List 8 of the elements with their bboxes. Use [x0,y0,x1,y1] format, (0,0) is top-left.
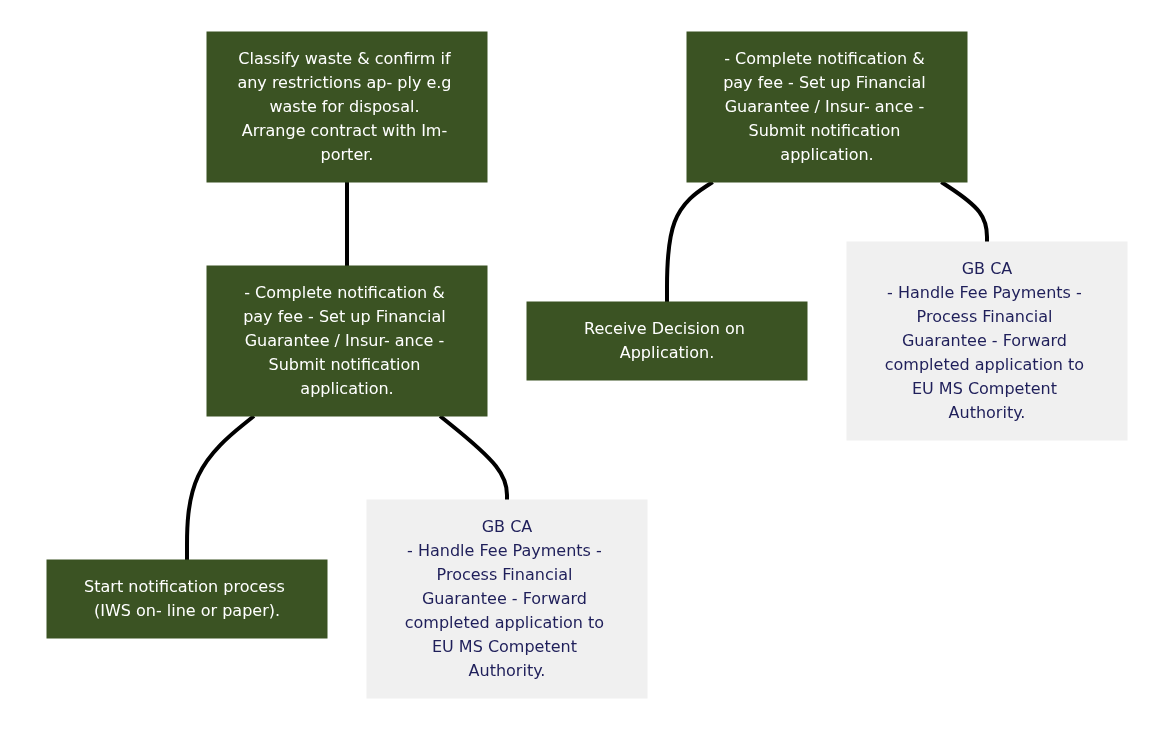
node-box: GB CA - Handle Fee Payments - Process Financial Guarantee - Forward completed application to EU MS Competent Authority. [846,241,1127,441]
node-box: Start notification process (IWS on- line or paper). [46,559,327,639]
node-box: Receive Decision on Application. [526,301,807,381]
connector [344,182,349,266]
node-box: - Complete notification & pay fee - Set up Financial Guarantee / Insur- ance - Submit notification application. [686,31,967,183]
node-box: GB CA - Handle Fee Payments - Process Financial Guarantee - Forward completed application to EU MS Competent Authority. [366,499,647,699]
node-box: Classify waste & confirm if any restrictions ap- ply e.g waste for disposal. Arrange contract with Im- porter. [206,31,487,183]
node-box: - Complete notification & pay fee - Set up Financial Guarantee / Insur- ance - Submit notification application. [206,265,487,417]
